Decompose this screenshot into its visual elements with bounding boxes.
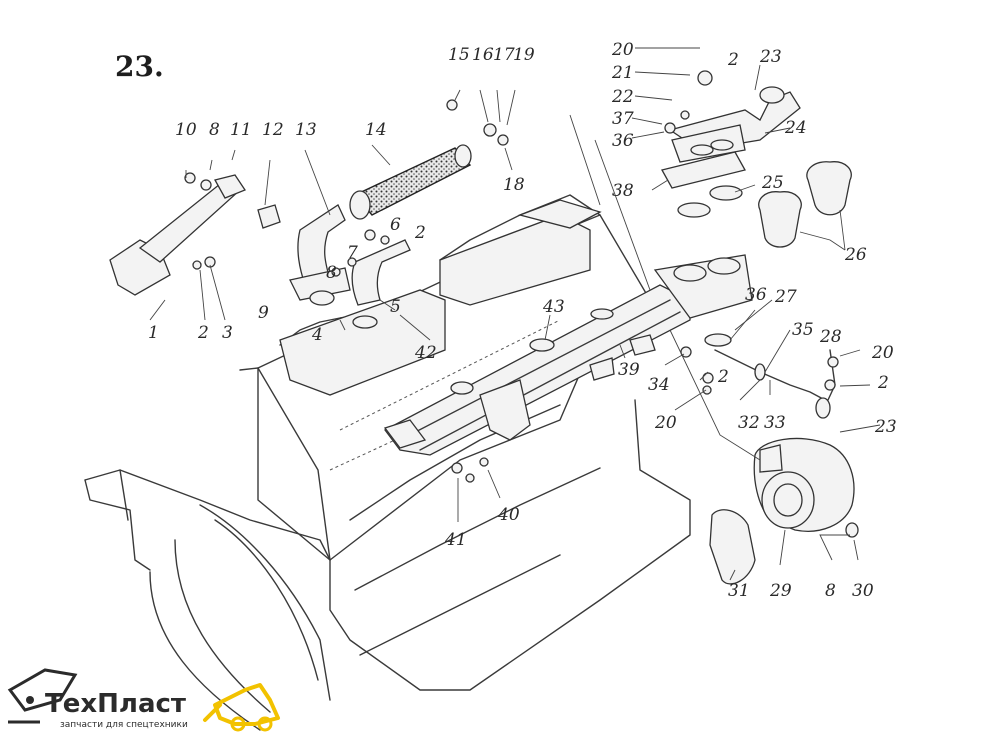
- water-distribution-pipe: [383, 254, 753, 456]
- callout: 2: [197, 323, 209, 343]
- callout: 24: [784, 118, 807, 138]
- cylinder-head-covers: [279, 199, 602, 396]
- callout: 42: [414, 343, 437, 363]
- brand-logo: ТехПласт запчасти для спецтехники: [7, 668, 280, 732]
- radiator-hose: [349, 144, 472, 220]
- callout: 4: [311, 325, 323, 345]
- bypass-tube: [680, 333, 836, 419]
- callout: 10: [175, 120, 197, 140]
- callout: 32: [738, 413, 760, 433]
- callout: 38: [612, 181, 634, 201]
- figure-number: 23.: [115, 50, 164, 83]
- callout: 41: [444, 530, 467, 550]
- callout: 33: [764, 413, 786, 433]
- leader-lines: [149, 47, 881, 581]
- logo-tagline: запчасти для спецтехники: [60, 720, 188, 730]
- thermostat-housing: [661, 70, 801, 218]
- callout: 17: [493, 45, 515, 65]
- loader-icon: [203, 683, 280, 732]
- callout: 25: [761, 173, 784, 193]
- callout: 23: [874, 417, 897, 437]
- excavator-icon: [7, 668, 78, 724]
- support-bracket: [109, 174, 246, 296]
- callout: 28: [819, 327, 842, 347]
- callout: 29: [769, 581, 792, 601]
- callout: 31: [728, 581, 750, 601]
- callout: 7: [347, 243, 358, 263]
- callout: 39: [618, 360, 640, 380]
- outlet-elbow: [257, 204, 411, 329]
- water-pump: [709, 437, 859, 585]
- callout: 30: [852, 581, 874, 601]
- callout: 26: [844, 245, 867, 265]
- callout: 8: [209, 120, 220, 140]
- callout: 23: [759, 47, 782, 67]
- callout-labels: 1 2 3 4 5 6 2 7 8 9 10 8 11 12 13 14 15 …: [148, 40, 897, 601]
- callout: 20: [871, 343, 894, 363]
- callout: 2: [717, 367, 729, 387]
- callout: 6: [390, 215, 401, 235]
- callout: 13: [295, 120, 317, 140]
- frame-and-wheel-arch: [84, 469, 331, 731]
- bolts-and-washers: [184, 99, 839, 483]
- callout: 3: [222, 323, 233, 343]
- callout: 11: [230, 120, 252, 140]
- callout: 21: [611, 63, 634, 83]
- callout: 19: [513, 45, 535, 65]
- callout: 22: [611, 87, 634, 107]
- callout: 36: [745, 285, 767, 305]
- callout: 27: [774, 287, 797, 307]
- callout: 43: [542, 297, 565, 317]
- callout: 1: [148, 323, 159, 343]
- callout: 34: [648, 375, 670, 395]
- callout: 20: [654, 413, 677, 433]
- callout: 2: [727, 50, 739, 70]
- callout: 15: [448, 45, 470, 65]
- callout: 18: [503, 175, 525, 195]
- callout: 12: [262, 120, 284, 140]
- callout: 2: [877, 373, 889, 393]
- callout: 2: [414, 223, 426, 243]
- callout: 37: [612, 109, 634, 129]
- callout: 9: [258, 303, 269, 323]
- callout: 35: [792, 320, 814, 340]
- callout: 20: [611, 40, 634, 60]
- callout: 5: [390, 297, 401, 317]
- callout: 40: [497, 505, 520, 525]
- callout: 16: [472, 45, 494, 65]
- callout: 36: [612, 131, 634, 151]
- callout: 8: [326, 263, 337, 283]
- thermostats: [758, 161, 852, 248]
- callout: 14: [365, 120, 387, 140]
- callout: 8: [825, 581, 836, 601]
- logo-name: ТехПласт: [45, 689, 186, 719]
